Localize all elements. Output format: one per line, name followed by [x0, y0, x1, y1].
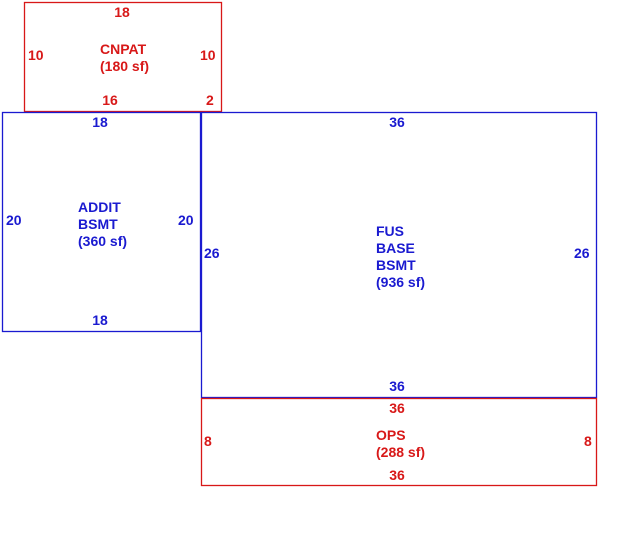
cnpat-dim-bottom-left: 16	[102, 92, 118, 108]
fus-outline	[200, 111, 598, 399]
cnpat-name: CNPAT	[100, 41, 147, 57]
cnpat-outline	[23, 1, 223, 113]
addit-outline	[1, 111, 202, 333]
ops-dim-right: 8	[584, 433, 592, 449]
cnpat-dim-left: 10	[28, 47, 44, 63]
addit-name-line1: ADDIT	[78, 199, 121, 215]
fus-dim-bottom: 36	[389, 378, 405, 394]
ops-dim-left: 8	[204, 433, 212, 449]
addit-name-line2: BSMT	[78, 216, 118, 232]
fus-name-line3: BSMT	[376, 257, 416, 273]
ops-dim-bottom: 36	[389, 467, 405, 483]
ops-outline	[200, 397, 598, 487]
addit-dim-top: 18	[92, 114, 108, 130]
addit-dim-left: 20	[6, 212, 22, 228]
area-cnpat: 18 10 10 CNPAT (180 sf) 16 2	[23, 1, 223, 113]
ops-area: (288 sf)	[376, 444, 425, 460]
addit-area: (360 sf)	[78, 233, 127, 249]
area-addit-bsmt: 18 20 20 ADDIT BSMT (360 sf) 18	[1, 111, 202, 333]
fus-dim-right: 26	[574, 245, 590, 261]
addit-dim-right: 20	[178, 212, 194, 228]
ops-dim-top: 36	[389, 400, 405, 416]
cnpat-dim-right: 10	[200, 47, 216, 63]
ops-name: OPS	[376, 427, 406, 443]
fus-name-line2: BASE	[376, 240, 415, 256]
cnpat-dim-top: 18	[114, 4, 130, 20]
fus-name-line1: FUS	[376, 223, 404, 239]
area-ops: 36 8 8 OPS (288 sf) 36	[200, 397, 598, 487]
fus-area: (936 sf)	[376, 274, 425, 290]
cnpat-dim-bottom-right: 2	[206, 92, 214, 108]
cnpat-area: (180 sf)	[100, 58, 149, 74]
fus-dim-top: 36	[389, 114, 405, 130]
area-fus-base-bsmt: 36 26 26 FUS BASE BSMT (936 sf) 36	[200, 111, 598, 399]
fus-dim-left: 26	[204, 245, 220, 261]
addit-dim-bottom: 18	[92, 312, 108, 328]
